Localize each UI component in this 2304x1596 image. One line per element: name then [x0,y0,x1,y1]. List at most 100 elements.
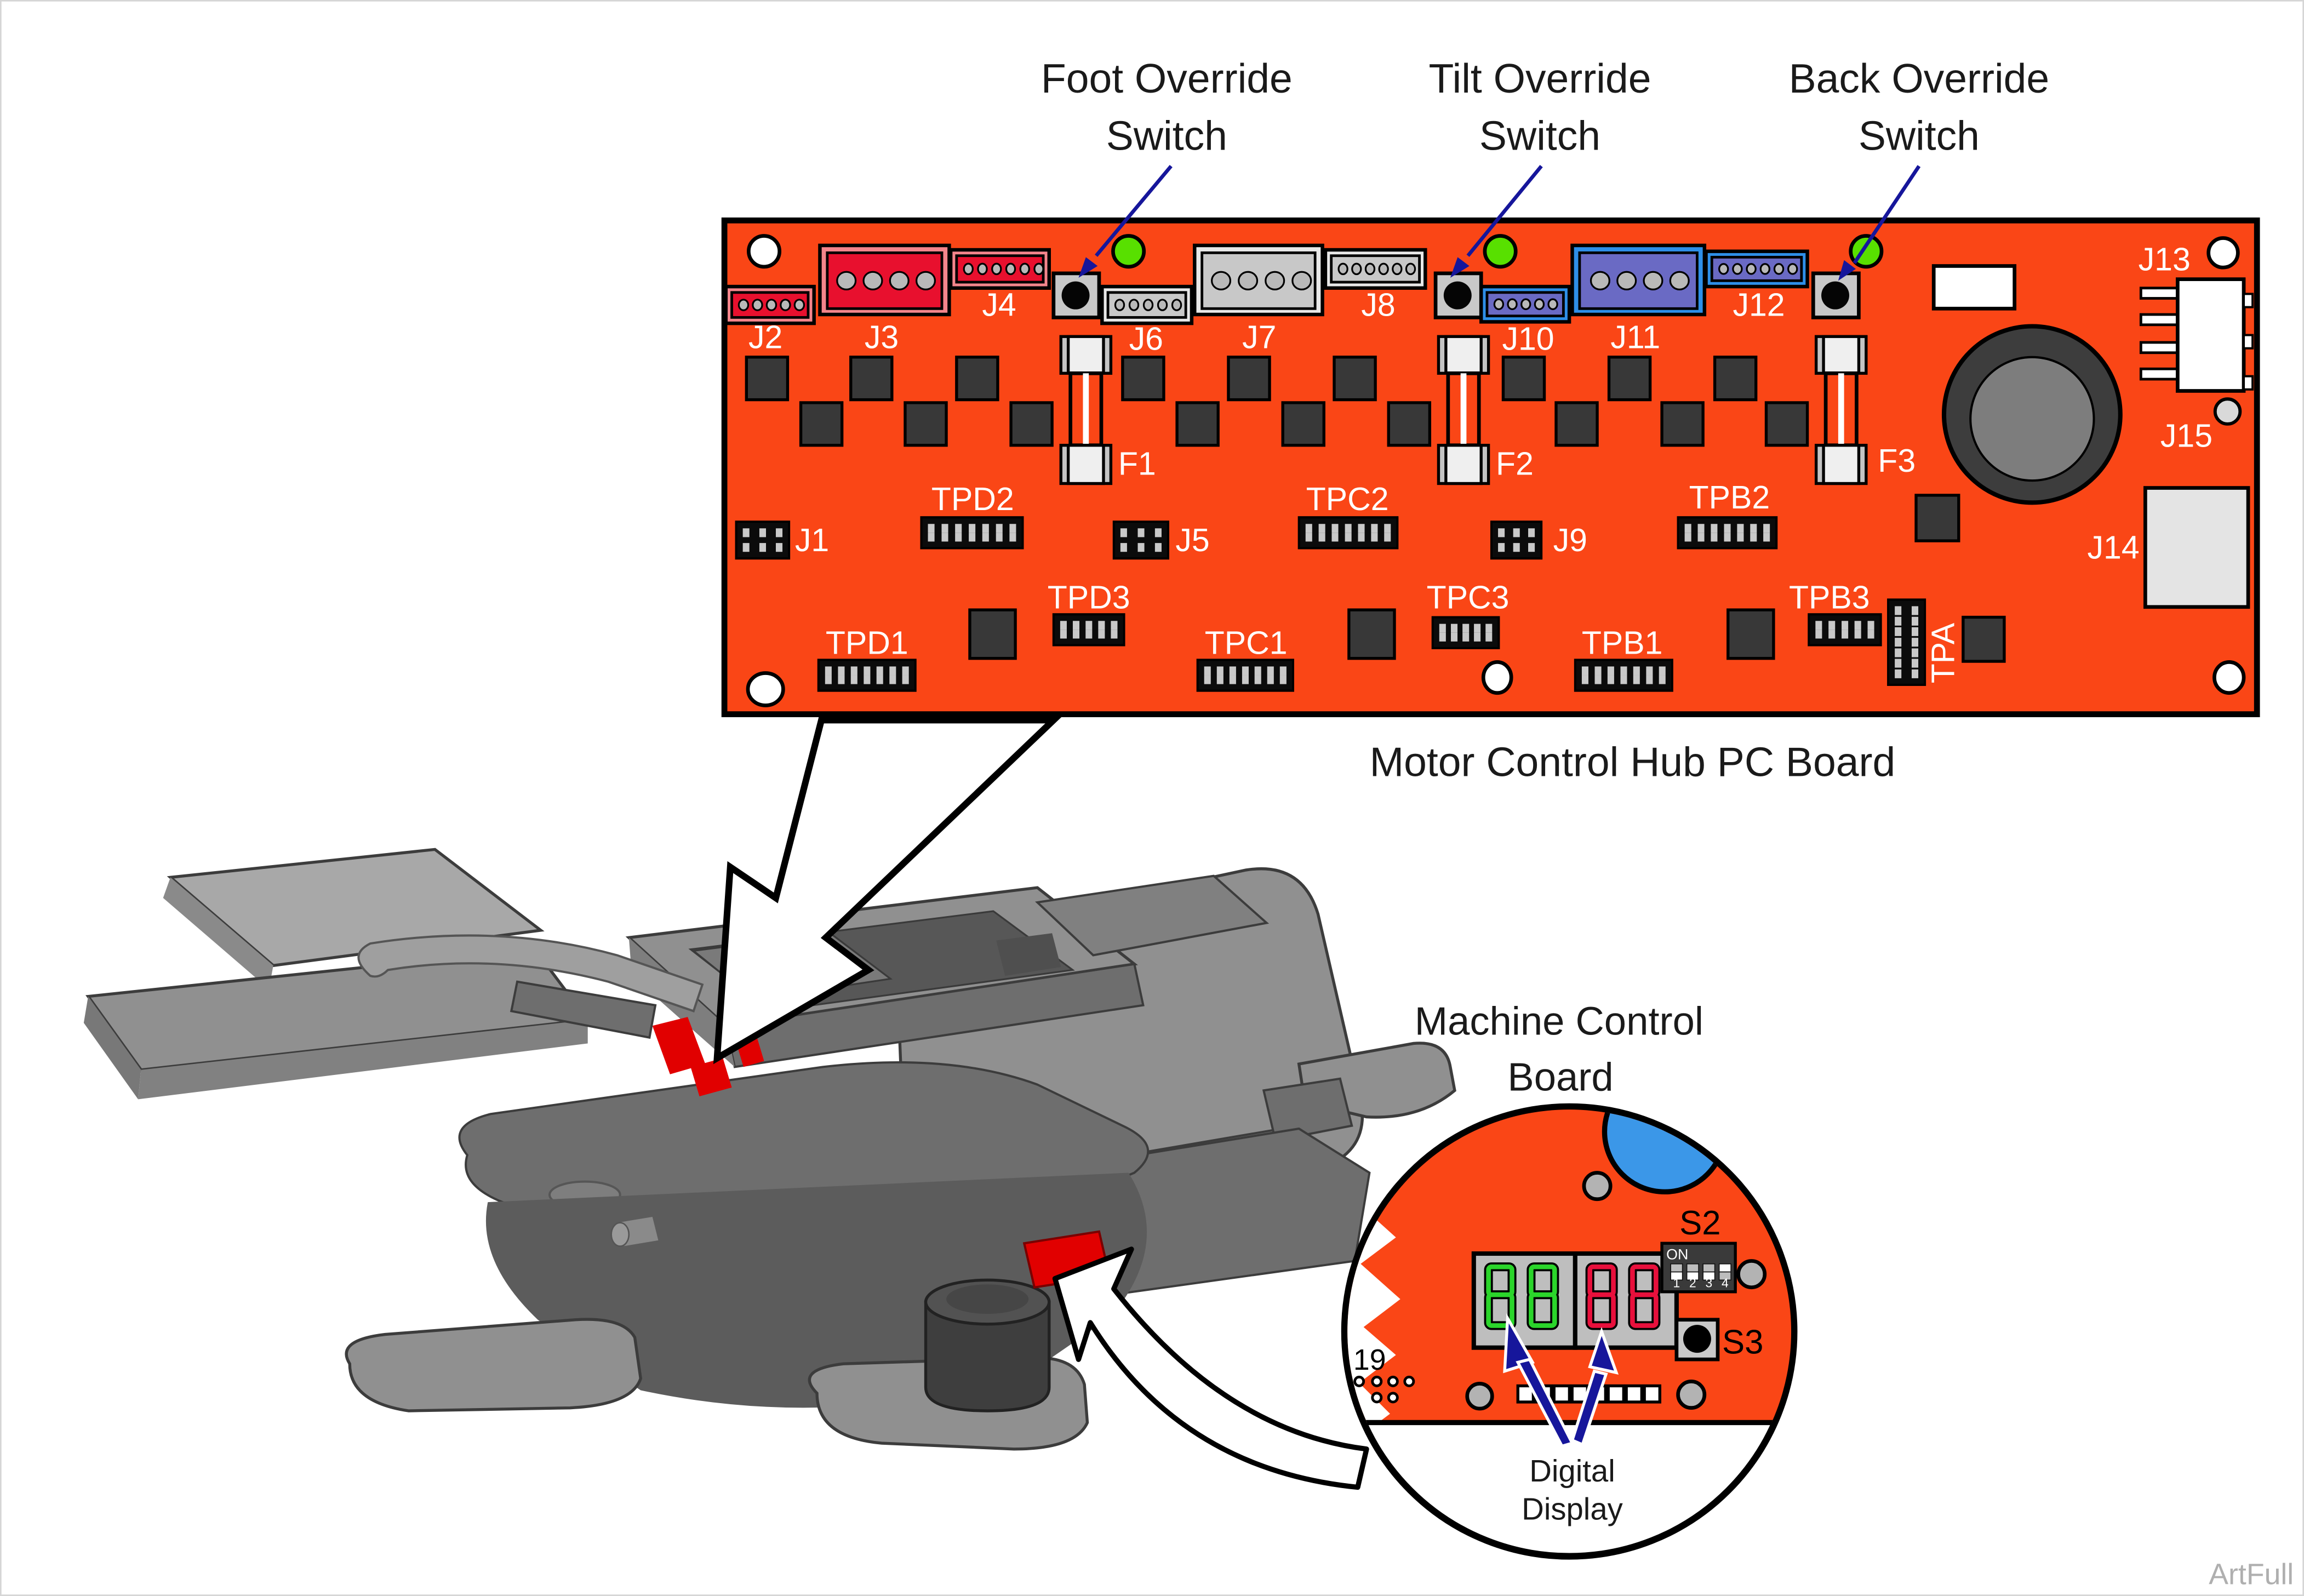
pad-j1: J1 [735,520,829,560]
f2-top-cap [1444,335,1483,375]
display-caption-line1: Digital [1529,1454,1615,1488]
foot-override-switch[interactable] [1051,271,1101,319]
j13-label: J13 [2139,242,2191,278]
tpc2-label: TPC2 [1306,481,1389,517]
j5-label: J5 [1175,522,1209,558]
j7-pins [1211,271,1312,291]
chair-knob-end [610,1222,630,1247]
j7-label: J7 [1242,319,1276,356]
display-left-digits [1486,1264,1557,1328]
foot-switch-button[interactable] [1061,281,1090,310]
chair-footrest-arm [510,980,657,1039]
mount-hole-bottom-right [2212,660,2246,695]
s3-button[interactable] [1683,1325,1711,1353]
tilt-callout-line2: Switch [1479,113,1600,159]
s2-on-label: ON [1666,1246,1688,1263]
tpc1-label: TPC1 [1205,625,1288,661]
j3-pins [836,271,936,291]
dip-slot-3[interactable] [1702,1263,1716,1281]
test-pad-tpb3: TPB3 [1789,579,1882,647]
dip-slot-1[interactable] [1670,1263,1683,1281]
fuse-f1: F1 [1059,335,1156,485]
pad-j5: J5 [1112,520,1210,560]
chair-footrest-front [138,1020,588,1100]
connector-j7: J7 [1193,243,1324,356]
chair-footrest-mid-edge [83,996,141,1100]
j12-label: J12 [1733,287,1785,323]
dip-slot-2[interactable] [1686,1263,1699,1281]
test-pad-tpd3: TPD3 [1048,579,1130,647]
component-mid-1 [968,608,1017,660]
j13-nub2 [2243,334,2254,350]
f1-top-cap [1066,335,1105,375]
chair-mechanism-illustration [83,848,1456,1451]
j11-pins [1590,271,1690,291]
test-pad-tpc2: TPC2 [1297,481,1399,550]
f3-tube-stripe [1838,373,1844,445]
test-pad-tpc1: TPC1 [1196,625,1294,692]
j1-label: J1 [795,522,829,558]
connector-j14 [2143,486,2250,609]
connector-j8: J8 [1323,248,1427,323]
tilt-switch-button[interactable] [1443,281,1472,310]
button-s3[interactable]: S3 [1674,1318,1764,1362]
digital-display [1471,1251,1679,1350]
s3-label: S3 [1722,1323,1763,1361]
foot-callout-line2: Switch [1106,113,1227,159]
fuse-f2: F2 [1437,335,1534,485]
f3-bot-cap [1822,444,1861,485]
inset-hole-top [1582,1171,1613,1202]
back-switch-button[interactable] [1821,281,1849,310]
test-pad-tpa: TPA [1887,598,1962,686]
j8-label: J8 [1361,287,1395,323]
test-pad-tpc3: TPC3 [1427,579,1509,649]
j2-pins [737,299,805,311]
dip-slot-4[interactable] [1718,1263,1731,1281]
j11-label: J11 [1610,319,1660,356]
fuse-f3: F3 [1814,335,1916,485]
connector-j10: J10 [1479,284,1571,357]
component-mid-2 [1347,608,1396,660]
dip-num-2: 2 [1689,1276,1696,1290]
component-right-of-tpa [1962,615,2006,663]
via-dots [1353,1375,1415,1404]
mount-hole-top-left [747,234,782,269]
display-right-digits [1587,1264,1659,1328]
j2-label: J2 [748,319,782,356]
tpd2-label: TPD2 [931,481,1014,517]
chair-foot-left [345,1318,642,1412]
connector-j6: J6 [1100,284,1194,357]
buzzer-inner [1969,356,2095,482]
test-pad-tpb2: TPB2 [1677,479,1778,550]
f2-tube-stripe [1460,373,1467,445]
j12-inner [1710,255,1803,282]
j15-pad [2213,397,2242,426]
test-pad-tpd2: TPD2 [920,481,1024,550]
f2-bot-cap [1444,444,1483,485]
foot-switch-body [1051,271,1101,319]
f1-label: F1 [1118,445,1156,482]
back-override-switch[interactable] [1811,271,1861,319]
pcb-location-arrow [713,717,1062,1065]
test-pad-tpd1: TPD1 [817,625,917,692]
connector-j4: J4 [948,248,1051,323]
red-part-mid-1 [652,1017,706,1074]
dip-switch-s2[interactable]: S2 ON 1 2 3 4 [1660,1204,1737,1294]
j6-pins [1114,299,1182,311]
pad-j9: J9 [1490,520,1587,560]
j9-label: J9 [1553,522,1587,558]
tilt-override-switch[interactable] [1433,271,1483,319]
tpb2-label: TPB2 [1689,479,1770,516]
connector-j2: J2 [724,284,816,356]
j3-label: J3 [865,319,899,356]
red-part-mid-2 [690,1058,732,1097]
display-pointer-arrows [1503,1313,1619,1448]
pcb-caption: Motor Control Hub PC Board [1370,739,1896,785]
mount-hole-bottom-left [746,671,785,707]
back-callout-line1: Back Override [1789,55,2050,101]
f3-top-cap [1822,335,1861,375]
dip-num-4: 4 [1722,1276,1729,1290]
j4-pins [963,262,1044,276]
